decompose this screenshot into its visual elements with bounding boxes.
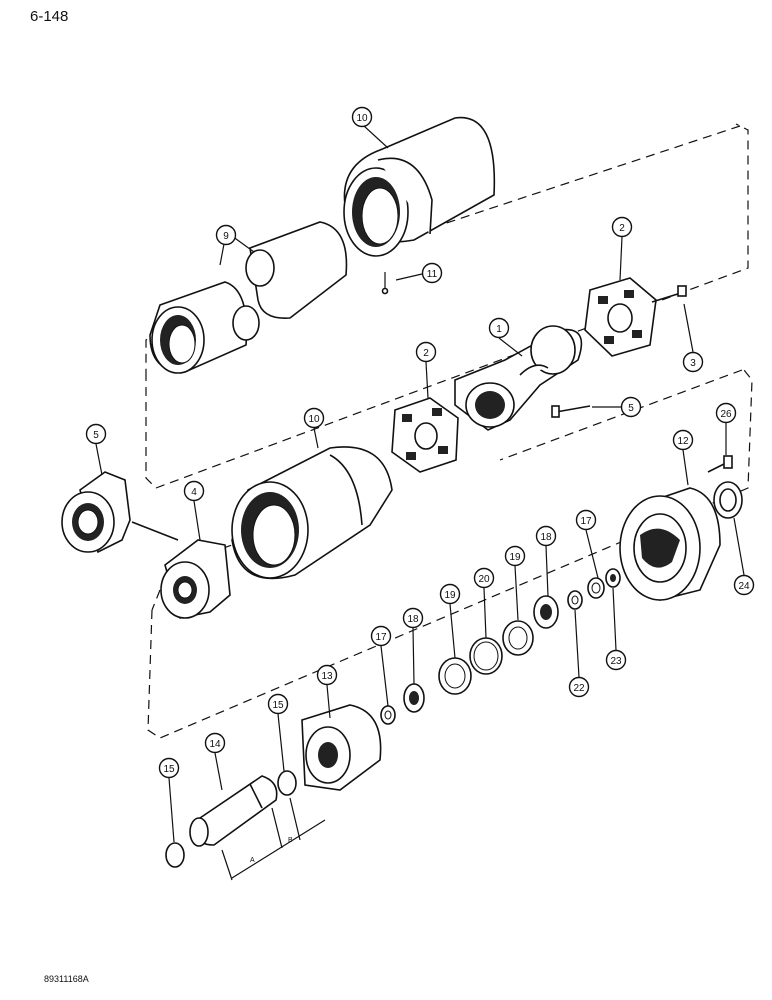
callout-2-upper-label: 2: [619, 223, 625, 234]
callout-5-middle-label: 5: [628, 403, 634, 414]
callout-9-label: 9: [223, 231, 229, 242]
dimension-b-label: B: [288, 837, 293, 844]
callout-10-upper-label: 10: [356, 113, 368, 124]
bolt-part-3: [651, 285, 687, 303]
callout-15-lower-label: 15: [163, 764, 175, 775]
flange-yoke-part-4: [160, 539, 231, 619]
o-ring-part-15-upper: [277, 770, 297, 796]
dimension-lines: A B: [221, 797, 326, 881]
callout-19-upper: 19: [504, 545, 526, 567]
callout-26: 26: [715, 402, 737, 424]
callout-11: 11: [421, 262, 443, 284]
callout-5-left: 5: [85, 423, 107, 445]
sleeve-upper-part: [343, 116, 496, 257]
washer-part-22: [567, 590, 583, 610]
callout-4-label: 4: [191, 487, 197, 498]
callout-19-lower: 19: [439, 583, 461, 605]
callout-18-lower-label: 18: [407, 614, 419, 625]
callout-14-label: 14: [209, 739, 221, 750]
o-ring-part-15-lower: [165, 842, 185, 868]
callout-20: 20: [473, 567, 495, 589]
callout-1: 1: [488, 317, 510, 339]
callout-1-label: 1: [496, 324, 502, 335]
callout-5-middle: 5: [620, 396, 642, 418]
callout-26-label: 26: [720, 409, 732, 420]
screw-part-11: [381, 272, 389, 295]
callout-2-middle-label: 2: [423, 348, 429, 359]
dimension-a-label: A: [250, 857, 255, 864]
washer-part-17-lower: [380, 705, 396, 725]
washer-part-23: [605, 568, 621, 588]
callout-13: 13: [316, 664, 338, 686]
lower-assembly-outline: [147, 369, 753, 739]
callout-13-label: 13: [321, 671, 333, 682]
callout-23: 23: [605, 649, 627, 671]
callout-2-upper: 2: [611, 216, 633, 238]
callout-23-label: 23: [610, 656, 622, 667]
sleeve-lower-part: [231, 446, 393, 580]
callout-18-lower: 18: [402, 607, 424, 629]
callout-10-lower: 10: [303, 407, 325, 429]
hub-part-5: [61, 471, 179, 554]
callout-20-label: 20: [478, 574, 490, 585]
callout-17-upper-label: 17: [580, 516, 592, 527]
coupling-element-upper: [584, 277, 657, 357]
coupling-element-middle: [391, 397, 459, 473]
callout-9: 9: [215, 224, 237, 246]
washer-part-17-upper: [587, 577, 605, 599]
callout-17-upper: 17: [575, 509, 597, 531]
housing-part-12: [619, 487, 721, 601]
gear-part-18-lower: [403, 683, 425, 713]
callout-17-lower-label: 17: [375, 632, 387, 643]
bearing-cup-part-19-upper: [502, 620, 534, 656]
callout-10-upper: 10: [351, 106, 373, 128]
split-tube-part: [149, 221, 348, 374]
callout-10-lower-label: 10: [308, 414, 320, 425]
callout-15-lower: 15: [158, 757, 180, 779]
leader-lines: [95, 125, 745, 843]
callout-24-label: 24: [738, 581, 750, 592]
callout-3-label: 3: [690, 358, 696, 369]
upper-assembly-outline: [145, 123, 749, 489]
callout-2-middle: 2: [415, 341, 437, 363]
callout-15-upper: 15: [267, 693, 289, 715]
bearing-cup-part-19-lower: [438, 657, 472, 695]
figure-code: 89311168A: [44, 974, 89, 984]
bearing-housing-part-13: [301, 704, 382, 791]
callout-19-upper-label: 19: [509, 552, 521, 563]
callout-24: 24: [733, 574, 755, 596]
callout-3: 3: [682, 351, 704, 373]
shaft-part-14: [189, 775, 278, 847]
bolt-part-5-middle: [551, 405, 591, 418]
callout-15-upper-label: 15: [272, 700, 284, 711]
callout-14: 14: [204, 732, 226, 754]
seal-part-24: [713, 481, 743, 519]
callout-12-label: 12: [677, 436, 689, 447]
callout-11-label: 11: [427, 269, 438, 280]
callout-4: 4: [183, 480, 205, 502]
callout-17-lower: 17: [370, 625, 392, 647]
callout-22-label: 22: [573, 683, 585, 694]
callout-22: 22: [568, 676, 590, 698]
page-number: 6-148: [30, 8, 69, 25]
gear-part-18-upper: [533, 595, 559, 629]
callout-5-left-label: 5: [93, 430, 99, 441]
ring-part-20: [469, 637, 503, 675]
callout-12: 12: [672, 429, 694, 451]
bolt-part-26: [707, 455, 733, 473]
callout-18-upper: 18: [535, 525, 557, 547]
callout-18-upper-label: 18: [540, 532, 552, 543]
callout-19-lower-label: 19: [444, 590, 456, 601]
yoke-part-1: [454, 325, 583, 431]
